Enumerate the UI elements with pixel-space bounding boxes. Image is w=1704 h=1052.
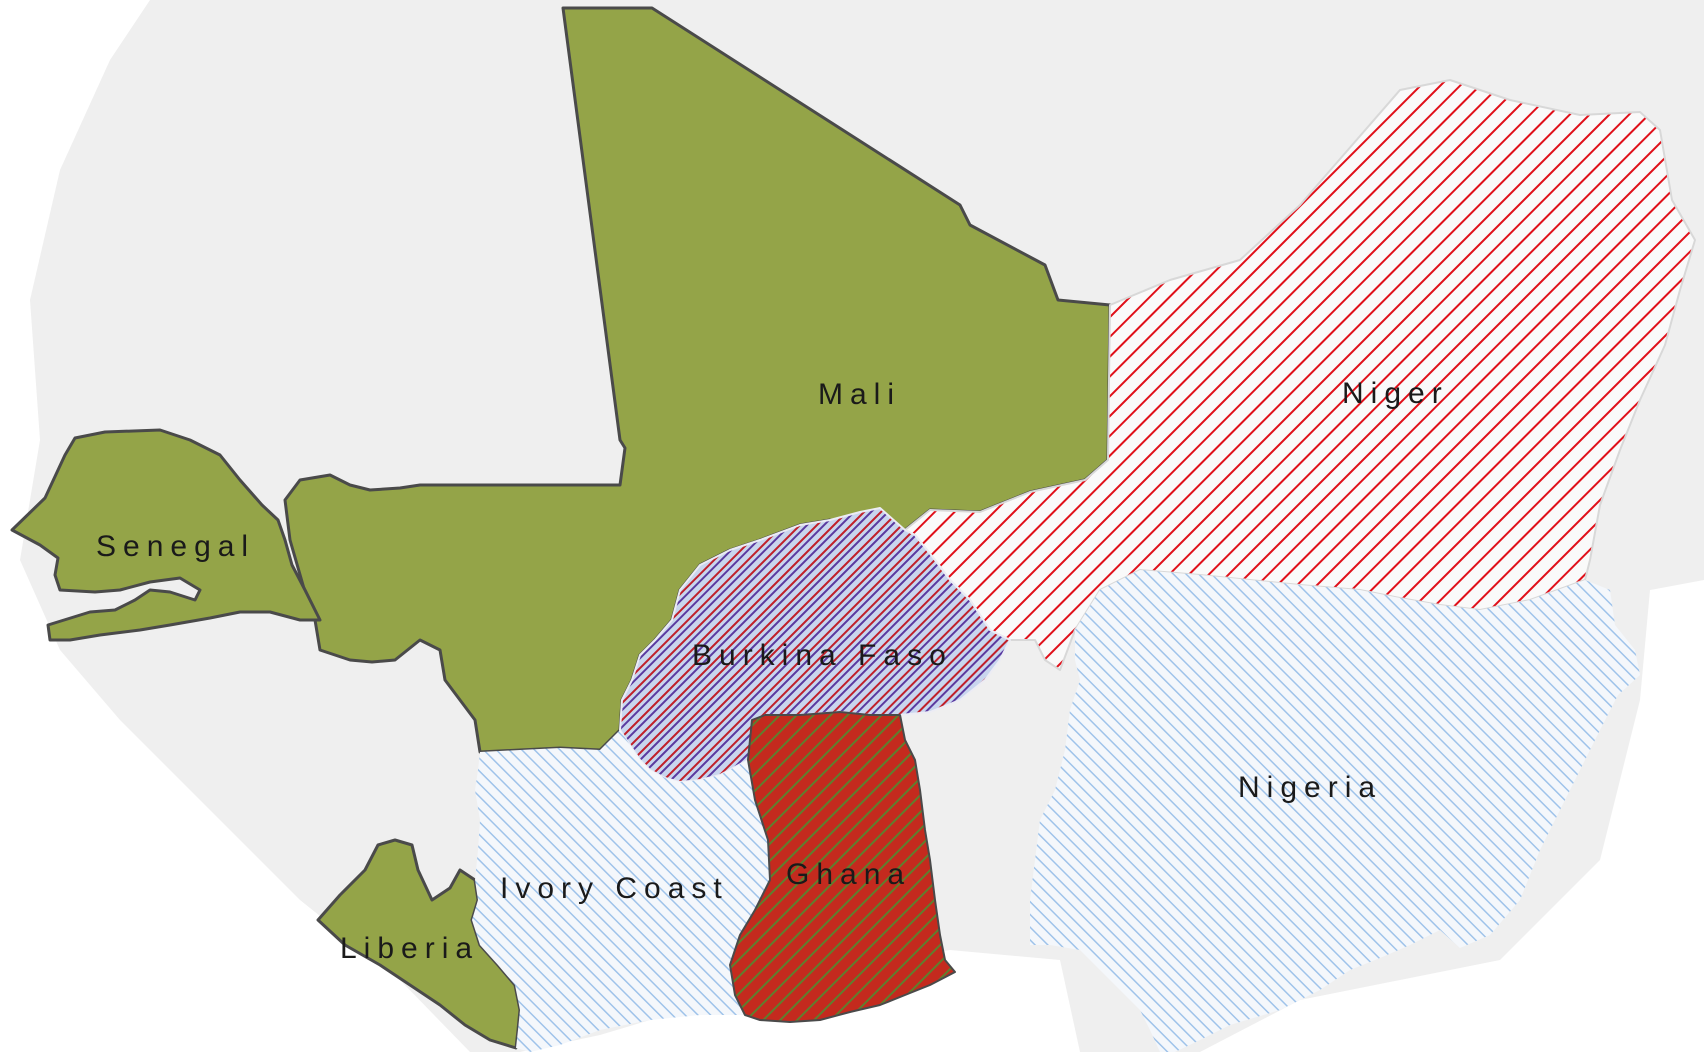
label-nigeria: Nigeria	[1238, 771, 1382, 804]
label-ivory-coast: Ivory Coast	[500, 872, 729, 905]
label-niger: Niger	[1342, 377, 1449, 410]
label-burkina-faso: Burkina Faso	[692, 639, 953, 672]
label-mali: Mali	[818, 378, 901, 411]
label-senegal: Senegal	[96, 530, 255, 563]
label-liberia: Liberia	[340, 932, 479, 965]
label-ghana: Ghana	[786, 858, 911, 891]
country-ivory-coast[interactable]	[472, 730, 770, 1052]
country-ghana[interactable]	[729, 711, 956, 1023]
country-nigeria[interactable]	[1030, 570, 1640, 1052]
country-senegal[interactable]	[10, 428, 322, 642]
